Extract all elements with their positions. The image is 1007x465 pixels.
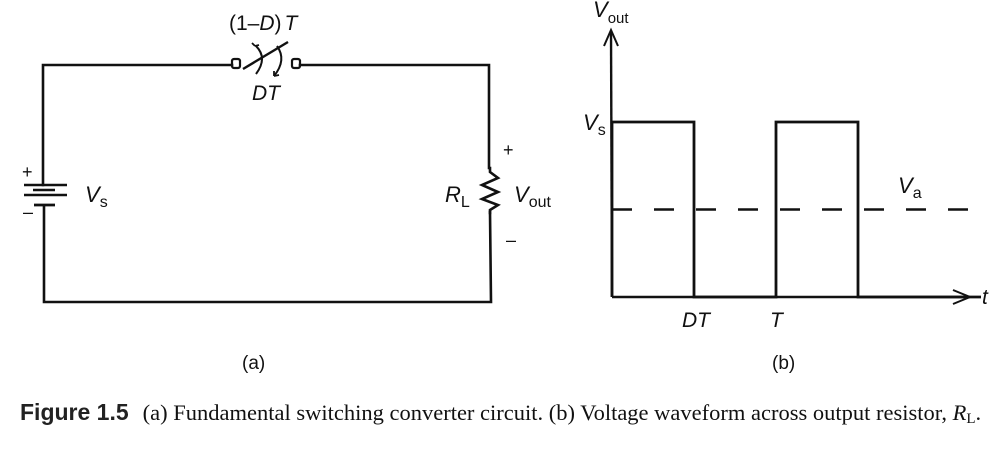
- panel-label-a: (a): [242, 353, 265, 374]
- resistor-icon: [478, 166, 502, 215]
- average-voltage-label: Va: [898, 173, 922, 202]
- x-tick-label-t: T: [770, 309, 785, 332]
- figure-caption: Figure 1.5 (a) Fundamental switching conv…: [20, 399, 982, 427]
- wire-right-lower: [42, 205, 493, 304]
- panel-label-b: (b): [772, 353, 795, 374]
- x-axis-label: t: [982, 286, 989, 309]
- circuit-diagram: (1–D)T DT + – Vs RL Vout + – (a): [22, 12, 551, 374]
- output-voltage-label: Vout: [514, 182, 551, 211]
- source-voltage-label: Vs: [85, 182, 108, 211]
- load-resistor-label: RL: [445, 182, 470, 211]
- source-plus-sign: +: [22, 162, 33, 182]
- switch-icon: [230, 40, 302, 77]
- battery-icon: [24, 183, 67, 207]
- switch-label-on-time: DT: [252, 82, 282, 105]
- caption-symbol: RL: [952, 400, 976, 427]
- waveform-plot: Vout t Vs Va DT T (b): [583, 0, 989, 374]
- switch-label-off-time: (1–D)T: [229, 12, 300, 35]
- output-voltage-waveform: [610, 120, 981, 299]
- y-axis-arrow-icon: [603, 27, 619, 47]
- y-axis-label: Vout: [593, 0, 629, 27]
- figure-number: Figure 1.5: [20, 399, 129, 425]
- load-minus-sign: –: [506, 230, 516, 250]
- wire-top-left: [41, 63, 234, 187]
- caption-text: (a) Fundamental switching converter circ…: [142, 400, 953, 425]
- figure-canvas: (1–D)T DT + – Vs RL Vout + – (a) Vout t …: [22, 0, 989, 374]
- wire-top-right: [298, 63, 491, 170]
- y-tick-label-vs: Vs: [583, 110, 606, 139]
- source-minus-sign: –: [23, 202, 33, 222]
- x-tick-label-dt: DT: [682, 309, 712, 332]
- load-plus-sign: +: [503, 140, 514, 160]
